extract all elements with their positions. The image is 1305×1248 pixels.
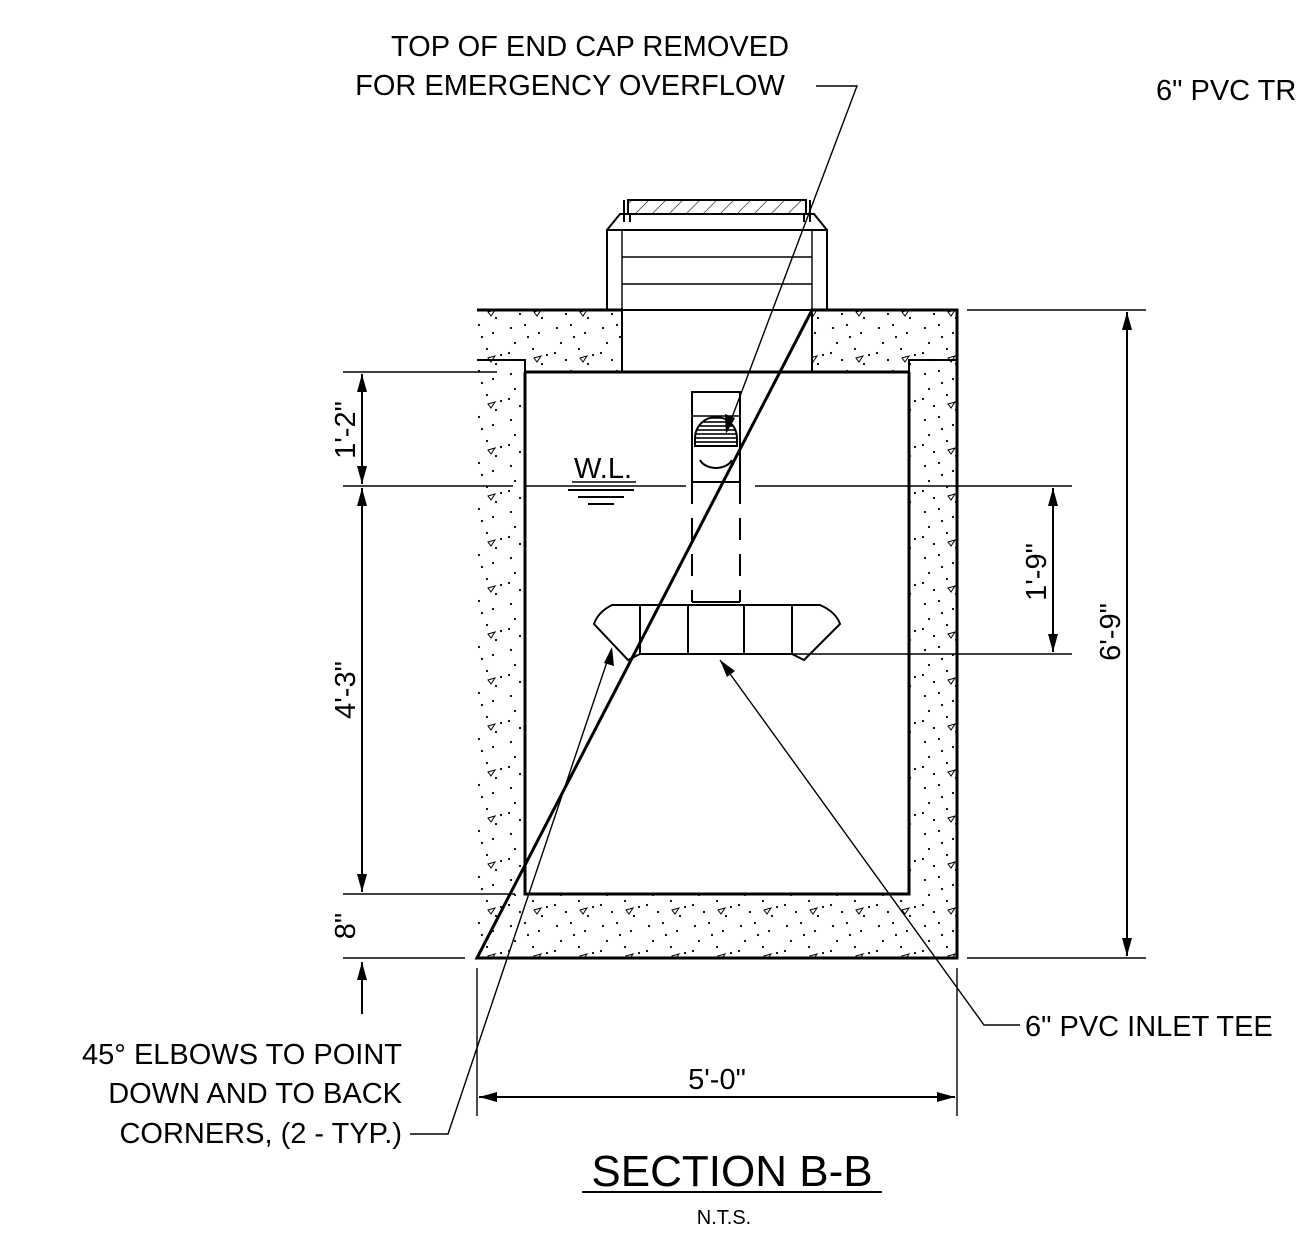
lid-lip-left: [623, 200, 631, 222]
inlet-tee-leader: [719, 659, 1020, 1026]
elbows-label-2: DOWN AND TO BACK: [108, 1078, 402, 1110]
leaders: TOP OF END CAP REMOVED FOR EMERGENCY OVE…: [82, 31, 1296, 1150]
arrow: [720, 660, 735, 677]
elbows-leader: [410, 649, 612, 1135]
water-level: W.L.: [343, 453, 1072, 505]
end-cap-label-2: FOR EMERGENCY OVERFLOW: [355, 70, 785, 102]
vault-outline-outer: [474, 308, 959, 960]
tee-body: [639, 604, 793, 655]
section-title: SECTION B-B N.T.S.: [582, 1147, 882, 1229]
arrow: [725, 414, 735, 434]
inlet-tee-label: 6" PVC INLET TEE: [1025, 1011, 1273, 1043]
dim-top-to-wl: 1'-2": [330, 401, 362, 459]
dim-wl-to-elbows: 1'-9": [1021, 543, 1053, 601]
vault: [474, 308, 959, 960]
arrow: [357, 488, 367, 506]
dim-floor-thickness: 8": [330, 913, 362, 939]
end-cap-label-1: TOP OF END CAP REMOVED: [391, 31, 789, 63]
arrow: [357, 466, 367, 484]
dim-wl-to-floor: 4'-3": [330, 661, 362, 719]
arrow: [1122, 312, 1132, 330]
water-level-label: W.L.: [574, 453, 632, 485]
vault-outline-inner: [523, 372, 911, 896]
arrow: [357, 374, 367, 392]
left-elbow: [592, 604, 641, 662]
end-cap-leader: [727, 85, 859, 429]
end-cap-box: [691, 391, 741, 483]
elbows-label-1: 45° ELBOWS TO POINT: [82, 1039, 402, 1071]
trap-label-partial: 6" PVC TR: [1156, 75, 1296, 107]
vault-concrete: [477, 310, 957, 958]
arrow: [357, 962, 367, 980]
dim-overall-height: 6'-9": [1095, 603, 1127, 661]
right-dimensions: 1'-9" 6'-9": [752, 309, 1146, 959]
lid-hatched: [627, 199, 807, 215]
title-scale: N.T.S.: [697, 1207, 751, 1229]
elbows-label-3: CORNERS, (2 - TYP.): [119, 1118, 402, 1150]
access-riser: [606, 199, 828, 311]
arrow: [357, 874, 367, 892]
left-wall-joint: [477, 359, 526, 372]
arrow: [1122, 938, 1132, 956]
end-cap-bottom: [699, 459, 733, 469]
arrow: [1048, 634, 1058, 652]
left-dimensions: 1'-2" 4'-3" 8": [330, 371, 515, 1014]
dim-overall-width: 5'-0": [688, 1064, 746, 1096]
arrow: [604, 647, 614, 666]
arrow: [479, 1092, 497, 1102]
title-main: SECTION B-B: [591, 1147, 872, 1196]
riser-body: [606, 229, 828, 311]
lid-frame: [606, 213, 828, 231]
bottom-dimension: 5'-0": [476, 968, 958, 1116]
riser-opening: [622, 308, 812, 374]
right-elbow: [791, 604, 842, 662]
right-wall-joint: [908, 359, 957, 372]
pipe-assembly: [592, 391, 842, 662]
arrow: [937, 1092, 955, 1102]
arrow: [1048, 488, 1058, 506]
